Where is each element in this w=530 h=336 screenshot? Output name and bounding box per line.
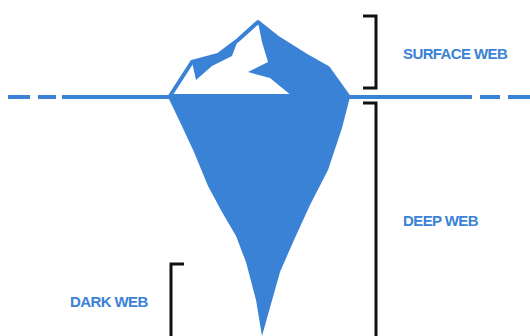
dark-bracket [171,264,184,336]
layer-label: DARK WEB [70,294,148,309]
surface-bracket [363,16,376,88]
layer-label: DEEP WEB [403,213,478,228]
iceberg-body [168,97,350,336]
layer-label: SURFACE WEB [403,46,507,61]
deep-bracket [363,103,376,336]
iceberg-shade [248,22,348,96]
iceberg-facet [192,40,238,80]
iceberg-tip [170,22,348,96]
